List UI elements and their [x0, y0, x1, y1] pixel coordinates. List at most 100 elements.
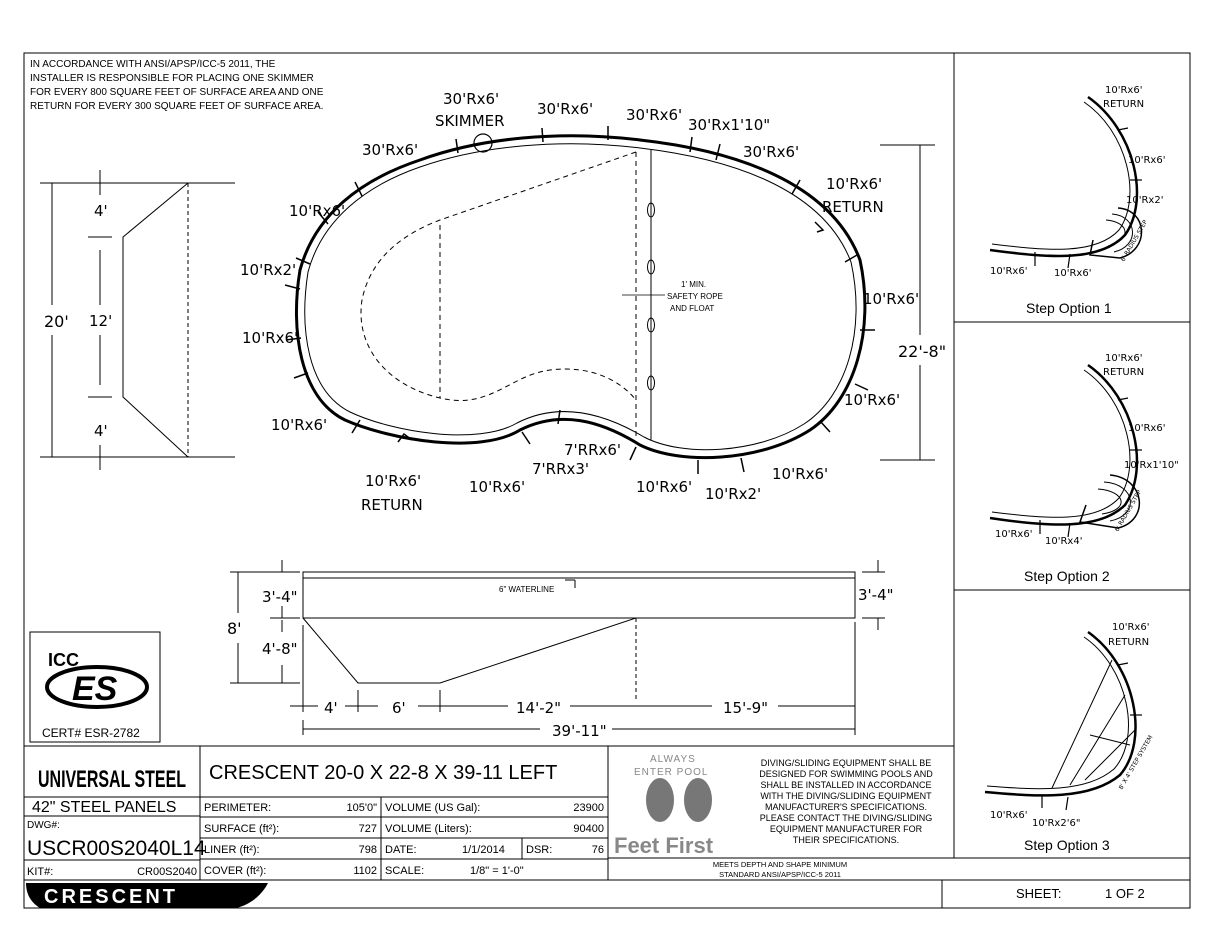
rope-floats [647, 202, 655, 391]
drawing-title: CRESCENT 20-0 X 22-8 X 39-11 LEFT [209, 762, 557, 784]
panel-label: 30'Rx1'10" [688, 116, 770, 134]
overall-length-label: 39'-11" [552, 722, 607, 740]
feet-first-logo: ALWAYS ENTER POOL Feet First [614, 754, 714, 858]
step-option-title: Step Option 3 [1024, 837, 1110, 853]
always-text: ALWAYS [650, 754, 696, 765]
dwg-label: DWG#: [27, 820, 60, 831]
spec-label: VOLUME (US Gal): [385, 802, 480, 814]
spec-value: 798 [359, 844, 377, 856]
panel-label: 10'Rx2' [705, 485, 761, 503]
meets-line: MEETS DEPTH AND SHAPE MINIMUM [713, 860, 847, 869]
return-label: RETURN [361, 496, 423, 514]
option-label: 10'Rx6' [1128, 155, 1165, 166]
panel-label: 10'Rx6' [289, 202, 345, 220]
diving-note: DIVING/SLIDING EQUIPMENT SHALL BE DESIGN… [759, 758, 933, 845]
return-icon [397, 432, 413, 443]
option-label: 10'Rx6' [1112, 622, 1149, 633]
step-option-2: 10'Rx6' RETURN 10'Rx6' 10'Rx1'10" 10'Rx6… [989, 353, 1179, 584]
kit-number: CR00S2040 [137, 866, 197, 878]
panel-label: 7'RRx6' [564, 441, 621, 459]
foot-icon [684, 778, 712, 822]
diving-note-line: WITH THE DIVING/SLIDING EQUIPMENT [760, 791, 932, 801]
universal-steel-logo: UNIVERSAL STEEL [38, 766, 186, 793]
step-option-title: Step Option 1 [1026, 300, 1112, 316]
spec-value: 1102 [353, 865, 377, 877]
waterline-label: 6" WATERLINE [499, 585, 554, 594]
diving-note-line: EQUIPMENT MANUFACTURER FOR [770, 824, 923, 834]
option-label: 10'Rx1'10" [1124, 460, 1179, 471]
spec-label: DATE: [385, 844, 417, 856]
kit-label: KIT#: [27, 866, 53, 878]
option-label: 10'Rx6' [1128, 423, 1165, 434]
spec-value: 105'0" [347, 802, 378, 814]
note-line: RETURN FOR EVERY 300 SQUARE FEET OF SURF… [30, 101, 323, 112]
note-line: FOR EVERY 800 SQUARE FEET OF SURFACE ARE… [30, 87, 324, 98]
option-label: 10'Rx6' [990, 266, 1027, 277]
option-label: 10'Rx6' [990, 810, 1027, 821]
segment-label: 6' [392, 699, 406, 717]
panel-labels: 30'Rx6' SKIMMER 30'Rx6' 30'Rx6' 30'Rx6' … [240, 90, 919, 514]
panel-label: 10'Rx2' [240, 261, 296, 279]
spec-value: 1/8" = 1'-0" [470, 865, 524, 877]
panel-label: 30'Rx6' [537, 100, 593, 118]
step-option-1: 10'Rx6' RETURN 10'Rx6' 10'Rx2' 10'Rx6' 1… [989, 85, 1165, 316]
return-icon [814, 221, 825, 233]
segment-label: 14'-2" [516, 699, 561, 717]
pool-inner-wall [304, 143, 857, 451]
depth-dim-label: 8' [227, 619, 242, 638]
icc-logo-text: ICC [48, 650, 79, 670]
width-part-label: 4' [94, 202, 108, 220]
crescent-logo: CRESCENT [26, 883, 268, 908]
width-part-label: 12' [89, 312, 112, 330]
step-option-3: 10'Rx6' RETURN 10'Rx6' 10'Rx2'6" 8' X 4'… [984, 622, 1154, 853]
installer-note: IN ACCORDANCE WITH ANSI/APSP/ICC-5 2011,… [30, 59, 324, 112]
safety-text: 1' MIN. [681, 280, 706, 289]
safety-text: SAFETY ROPE [667, 292, 723, 301]
option-label: RETURN [1108, 637, 1149, 648]
diving-note-line: THEIR SPECIFICATIONS. [793, 835, 899, 845]
skimmer-label: SKIMMER [435, 112, 505, 130]
option-label: 10'Rx6' [995, 529, 1032, 540]
spec-value: 90400 [573, 823, 604, 835]
safety-note: 1' MIN. SAFETY ROPE AND FLOAT [667, 280, 723, 313]
depth-dim-label: 3'-4" [858, 586, 894, 604]
option-label: 10'Rx6' [1105, 353, 1142, 364]
return-dim-label: 10'Rx6' [365, 472, 421, 490]
meets-standard: MEETS DEPTH AND SHAPE MINIMUM STANDARD A… [713, 860, 847, 879]
spec-label: SCALE: [385, 865, 424, 877]
spec-value: 1/1/2014 [462, 844, 505, 856]
cert-number: CERT# ESR-2782 [42, 726, 140, 740]
step-note: 6' RADIUS STEP [1120, 219, 1150, 263]
spec-label: PERIMETER: [204, 802, 271, 814]
option-label: 10'Rx2'6" [1032, 818, 1080, 829]
es-logo-ring [45, 665, 149, 709]
option-label: RETURN [1103, 367, 1144, 378]
panel-label: 30'Rx6' [743, 143, 799, 161]
option-label: 10'Rx2' [1126, 195, 1163, 206]
meets-line: STANDARD ANSI/APSP/ICC-5 2011 [719, 870, 841, 879]
section-view: 6" WATERLINE 3'-4" 4'-8" 8' 3'-4" 4' 6' … [227, 560, 894, 740]
sheet-number: 1 OF 2 [1105, 886, 1145, 901]
skimmer-icon [473, 133, 493, 153]
es-logo-text: ES [72, 670, 118, 708]
panel-label: 30'Rx6' [362, 141, 418, 159]
spec-label: COVER (ft²): [204, 865, 266, 877]
spec-label: LINER (ft²): [204, 844, 260, 856]
pool-plan-view: 1' MIN. SAFETY ROPE AND FLOAT 30'Rx6' SK… [240, 90, 946, 514]
diving-note-line: MANUFACTURER'S SPECIFICATIONS. [765, 802, 927, 812]
depth-dim-label: 4'-8" [262, 640, 298, 658]
panel-label: 10'Rx6' [844, 391, 900, 409]
note-line: INSTALLER IS RESPONSIBLE FOR PLACING ONE… [30, 73, 314, 84]
feet-first-text: Feet First [614, 833, 714, 858]
title-block: UNIVERSAL STEEL 42" STEEL PANELS DWG#: U… [24, 746, 1190, 908]
pool-outer-wall [294, 134, 867, 460]
panel-label: 10'Rx6' [469, 478, 525, 496]
diving-note-line: PLEASE CONTACT THE DIVING/SLIDING [760, 813, 933, 823]
diving-note-line: DIVING/SLIDING EQUIPMENT SHALL BE [761, 758, 932, 768]
spec-label: VOLUME (Liters): [385, 823, 472, 835]
skimmer-dim-label: 30'Rx6' [443, 90, 499, 108]
depth-dim-label: 3'-4" [262, 588, 298, 606]
enter-pool-text: ENTER POOL [634, 767, 708, 778]
width-dim-label: 20' [44, 312, 69, 331]
